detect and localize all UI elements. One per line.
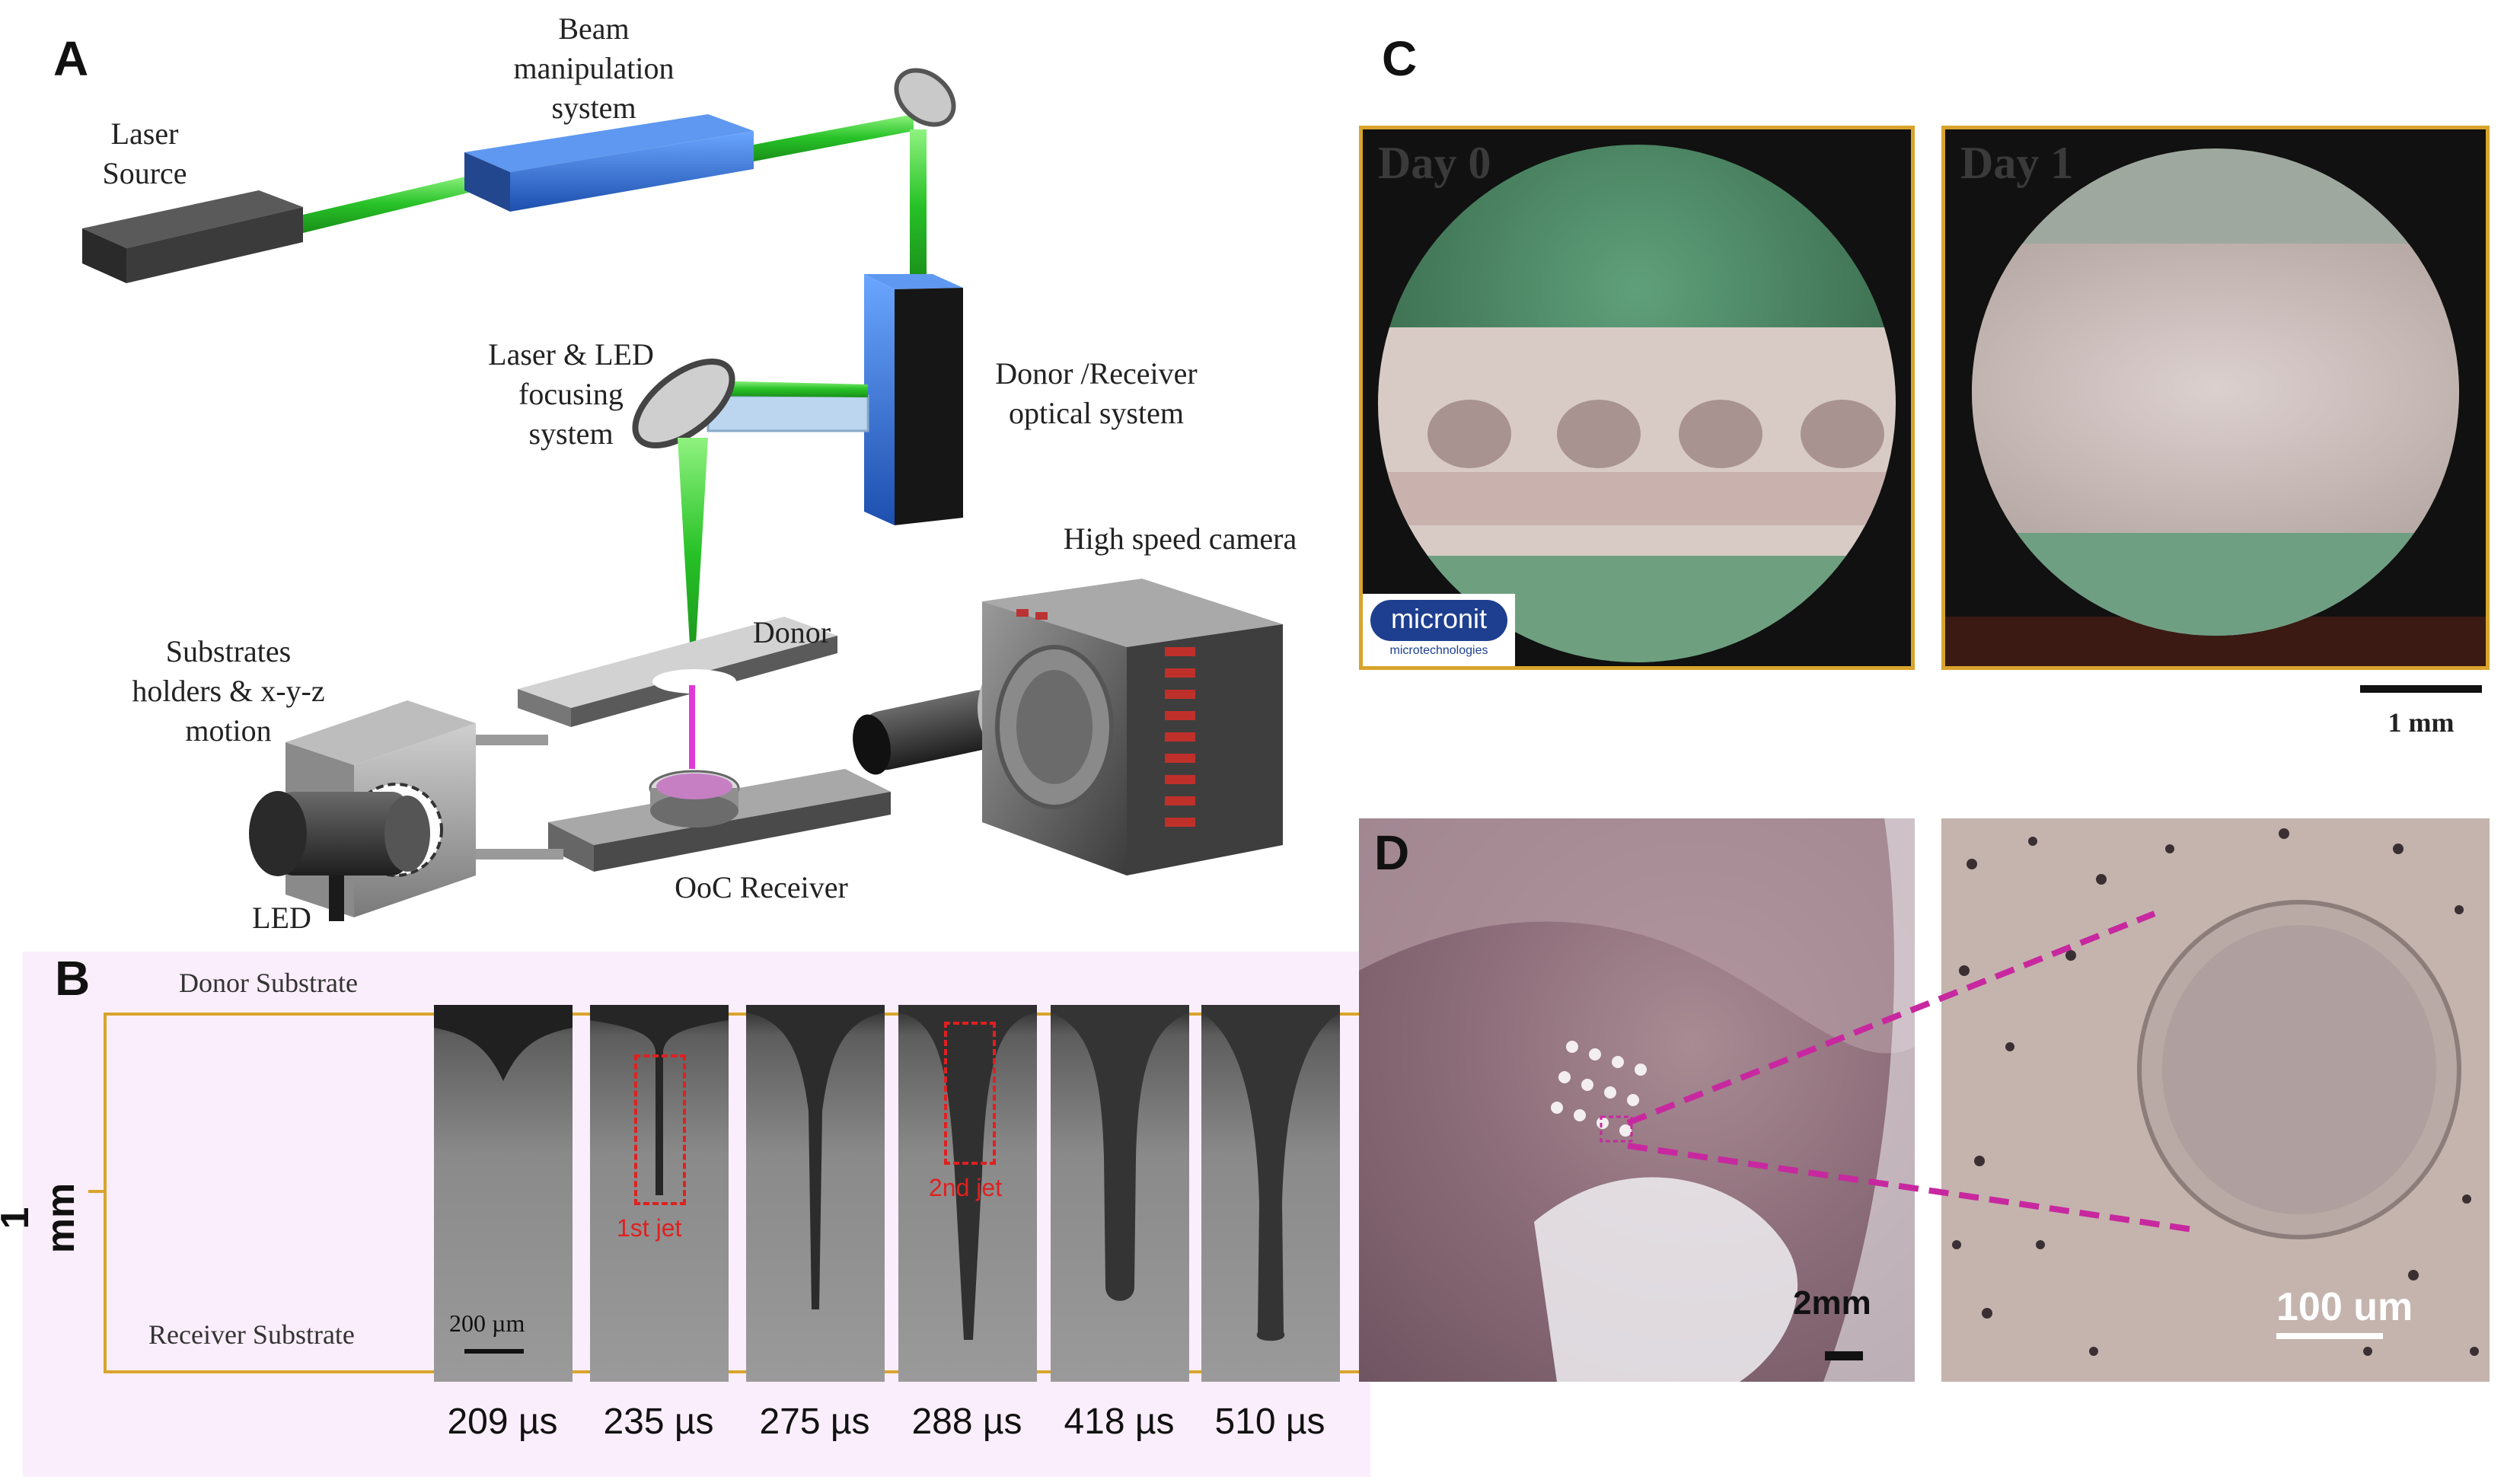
micronit-logo-pill <box>1370 600 1507 641</box>
day0-label: Day 0 <box>1378 138 1491 188</box>
scalebar-1mm-label: 1 mm <box>2388 707 2455 738</box>
bracket-tick <box>88 1190 107 1193</box>
label-substrates-holders: Substrates holders & x-y-z motion <box>132 634 325 748</box>
label-beam-manipulation: Beam manipulation system <box>513 11 675 125</box>
frame-418 <box>1051 1005 1189 1382</box>
panel-d-letter: D <box>1374 825 1410 880</box>
label-optical-system: Donor /Receiver optical system <box>995 356 1198 430</box>
receiver-line <box>104 1370 1370 1373</box>
label-focusing: Laser & LED focusing system <box>488 337 654 451</box>
receiver-plate <box>548 769 891 872</box>
day0-image: Day 0 micronit microtechnologies <box>1359 126 1915 670</box>
panel-b-letter: B <box>55 951 91 1006</box>
jet1-label: 1st jet <box>617 1214 682 1242</box>
jet2-box <box>944 1022 996 1165</box>
laser-source-box <box>82 190 303 283</box>
time-label: 275 µs <box>759 1402 870 1442</box>
pink-beam <box>689 685 695 769</box>
scalebar-200um-label: 200 µm <box>449 1309 525 1337</box>
jet2-label: 2nd jet <box>929 1174 1003 1201</box>
scale-100um-label: 100 um <box>2276 1285 2413 1329</box>
scalebar-100um <box>2276 1333 2383 1339</box>
frame-209: 200 µm <box>434 1005 573 1382</box>
optical-system-box <box>864 274 963 525</box>
panel-a-letter: A <box>53 31 89 86</box>
label-led: LED <box>252 901 311 935</box>
label-high-speed-camera: High speed camera <box>1063 521 1297 556</box>
time-label: 209 µs <box>447 1402 558 1442</box>
green-beam-1 <box>303 175 472 233</box>
green-beam-2 <box>754 114 914 161</box>
green-cone <box>678 438 708 670</box>
frame-510 <box>1201 1005 1340 1382</box>
setup-schematic <box>82 68 1283 921</box>
dish-image: D 2mm <box>1359 818 1915 1382</box>
panel-c-letter: C <box>1382 31 1418 86</box>
panel-c: C Day 0 micronit mic <box>1355 0 2520 792</box>
frame-288: 2nd jet <box>898 1005 1037 1382</box>
scalebar-200um <box>464 1349 524 1354</box>
label-ooc-receiver: OoC Receiver <box>675 870 848 904</box>
jet1-box <box>634 1054 686 1205</box>
time-label: 288 µs <box>911 1402 1022 1442</box>
high-speed-camera-body <box>982 579 1283 875</box>
bracket-left <box>104 1013 107 1373</box>
scale-2mm-label: 2mm <box>1793 1284 1871 1322</box>
micronit-logo-subtext: microtechnologies <box>1389 644 1488 657</box>
panel-d: D 2mm 100 um <box>1355 818 2520 1481</box>
mirror-top <box>894 68 956 127</box>
holder-rod-bottom <box>472 849 563 860</box>
label-laser-source: Laser Source <box>102 116 187 190</box>
panel-b: B Donor Substrate Receiver Substrate 1 m… <box>0 951 1370 1477</box>
receiver-substrate-label: Receiver Substrate <box>148 1319 355 1350</box>
green-beam-3 <box>910 129 927 282</box>
focusing-mirror <box>632 358 735 449</box>
micronit-logo: micronit microtechnologies <box>1363 594 1515 666</box>
time-label: 510 µs <box>1214 1402 1325 1442</box>
day1-image: Day 1 <box>1941 126 2490 670</box>
camera-vents <box>1165 647 1195 827</box>
cell-zoom-image: 100 um <box>1941 818 2490 1382</box>
green-beam-4 <box>708 381 868 397</box>
scalebar-1mm <box>2360 685 2482 693</box>
donor-line <box>104 1013 1370 1016</box>
holder-rod-top <box>457 735 548 745</box>
frame-275 <box>746 1005 885 1382</box>
day1-label: Day 1 <box>1960 138 2074 188</box>
led-beam <box>707 394 869 432</box>
led-cylinder <box>249 791 430 921</box>
time-label: 235 µs <box>603 1402 714 1442</box>
donor-plate <box>518 617 837 727</box>
panel-a: A <box>0 0 1340 944</box>
micronit-logo-text: micronit <box>1390 603 1488 634</box>
donor-substrate-label: Donor Substrate <box>179 968 358 998</box>
time-label: 418 µs <box>1064 1402 1175 1442</box>
label-donor: Donor <box>752 615 831 649</box>
scalebar-2mm <box>1825 1351 1863 1360</box>
zoom-connectors <box>1626 911 2193 1233</box>
scale-1mm-label: 1 mm <box>0 1182 83 1254</box>
beam-manipulation-box <box>464 114 754 212</box>
frame-235: 1st jet <box>590 1005 729 1382</box>
